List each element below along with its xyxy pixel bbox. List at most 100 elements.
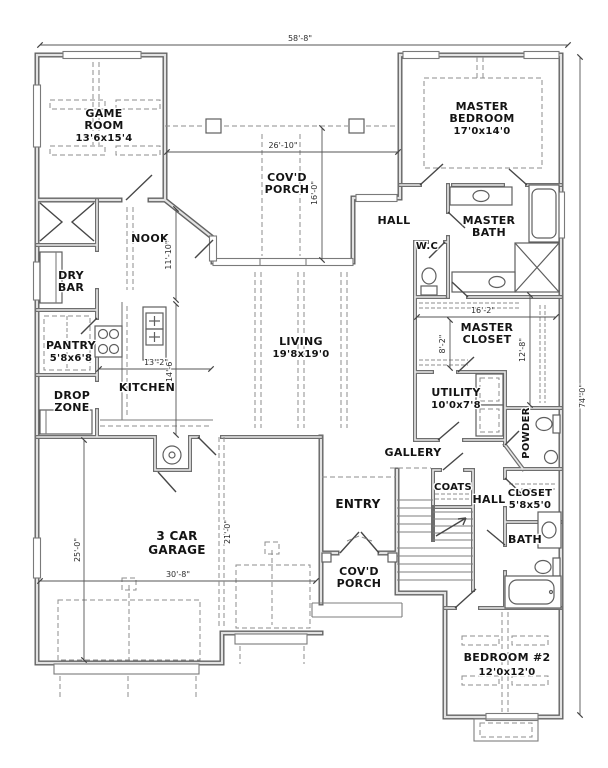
porch-post [205,118,222,134]
dim-nook-depth: 11'-10" [164,240,173,269]
bath2-label: BATH [508,533,542,546]
front-porch-label: COV'D [339,565,379,578]
front-porch-label: PORCH [337,577,382,590]
game-room-door [125,174,153,201]
left-rooms-fixtures [39,202,95,435]
garage-label: GARAGE [148,543,206,557]
nook-label: NOOK [131,232,169,245]
entry-label: ENTRY [335,497,380,511]
hall-closet-door [504,477,523,495]
water-heater [162,445,182,465]
coats-label: COATS [434,482,472,493]
wc-label: W.C [416,241,438,252]
kitchen-fixtures [94,302,213,427]
bifold-closet-doors [39,202,95,242]
powder-sink-icon [543,449,559,465]
living-size: 19'8x19'0 [272,349,329,360]
dim-garage-width: 30'-8" [166,570,190,579]
window-game-left [32,84,42,148]
bath2-door [486,529,506,546]
window-master-top-1 [402,50,440,60]
garage-door-2 [234,633,308,645]
game-room-size: 13'6x15'4 [75,133,132,144]
staircase [397,499,473,581]
stair-direction-arrow [435,517,467,537]
game-room-label: GAME [85,107,122,120]
ceiling-dashes [49,57,549,712]
dim-garage-bay-depth: 21'-0" [223,520,232,544]
front-porch [311,531,403,618]
bedroom2-label: BEDROOM #2 [464,651,551,664]
kitchen-garage-door [197,436,217,456]
sink-icon [472,189,490,203]
dim-kitchen-width: 13'-2" [144,358,168,367]
dry-bar-label: BAR [58,281,84,294]
hall-closet-label: CLOSET [508,488,553,499]
master-vanity-1 [449,186,513,206]
bath2-tub [504,575,562,609]
bath-fixtures [420,184,562,609]
hall-bath-door [447,211,466,229]
master-bedroom-label: MASTER [456,100,509,113]
wc-door [428,241,446,259]
rear-porch-outline [165,118,398,256]
window-game-top [62,50,142,60]
living-label: LIVING [279,335,323,348]
sink-icon [541,521,557,539]
master-bedroom-size: 17'0x14'0 [453,126,510,137]
master-tub [528,184,560,243]
master-closet-door [451,281,469,298]
coats-door [442,452,464,471]
garage-door-1 [53,663,200,675]
bedroom2-bay [473,718,539,742]
front-double-door [339,531,380,554]
dim-overall-width: 58'-8" [288,34,312,43]
drop-zone-label: DROP [54,389,90,402]
master-closet-label: MASTER [461,321,514,334]
hall-closet-size: 5'8x5'0 [509,500,552,511]
window-hall-north [355,193,398,203]
front-hall-label: HALL [473,493,506,506]
pantry-size: 5'8x6'8 [50,353,93,364]
pantry-label: PANTRY [46,339,97,352]
wc-toilet-icon [421,267,437,285]
dimension-lines [36,41,584,719]
gallery-label: GALLERY [384,446,442,459]
dim-garage-depth: 25'-0" [73,538,82,562]
porch-post [387,552,398,563]
master-bath-label: BATH [472,226,506,239]
cooktop [94,325,123,358]
bath2-vanity [537,511,562,549]
closet-utility-door [457,356,475,373]
kitchen-label: KITCHEN [119,381,175,394]
dry-bar-label: DRY [58,269,85,282]
window-bedroom2-south [485,712,539,722]
water-heater-door [157,471,177,493]
rear-porch-label: PORCH [265,183,310,196]
powder-door [504,430,520,446]
dim-kitchen-depth: 14'-6" [165,358,174,382]
powder-toilet-icon [535,416,553,432]
utility-label: UTILITY [431,386,481,399]
dim-master-closet-depth-left: 8'-2" [438,335,447,354]
master-bedroom-door [419,163,444,186]
dimension-labels: 58'-8" 74'-0" 26'-10" 16'-0" 11'-10" 14'… [72,33,588,580]
window-nook-east [208,235,218,262]
pantry-door [80,317,98,335]
master-bath-label: MASTER [463,214,516,227]
window-garage-left [32,537,42,579]
powder-label: POWDER [521,407,532,459]
utility-size: 10'0x7'8 [431,400,481,411]
drop-zone-label: ZONE [54,401,89,414]
master-bedroom-label: BEDROOM [449,112,514,125]
room-labels: GAME ROOM 13'6x15'4 COV'D PORCH MASTER B… [45,99,553,680]
rear-hall-label: HALL [378,214,411,227]
bedroom2-size: 12'0x12'0 [478,667,535,678]
dim-overall-depth: 74'-0" [578,384,587,408]
sink-icon [488,275,506,289]
dim-master-closet-depth-right: 12'-8" [518,338,527,362]
dim-master-closet-width: 16'-2" [471,306,495,315]
pantry-shelves [43,315,91,371]
